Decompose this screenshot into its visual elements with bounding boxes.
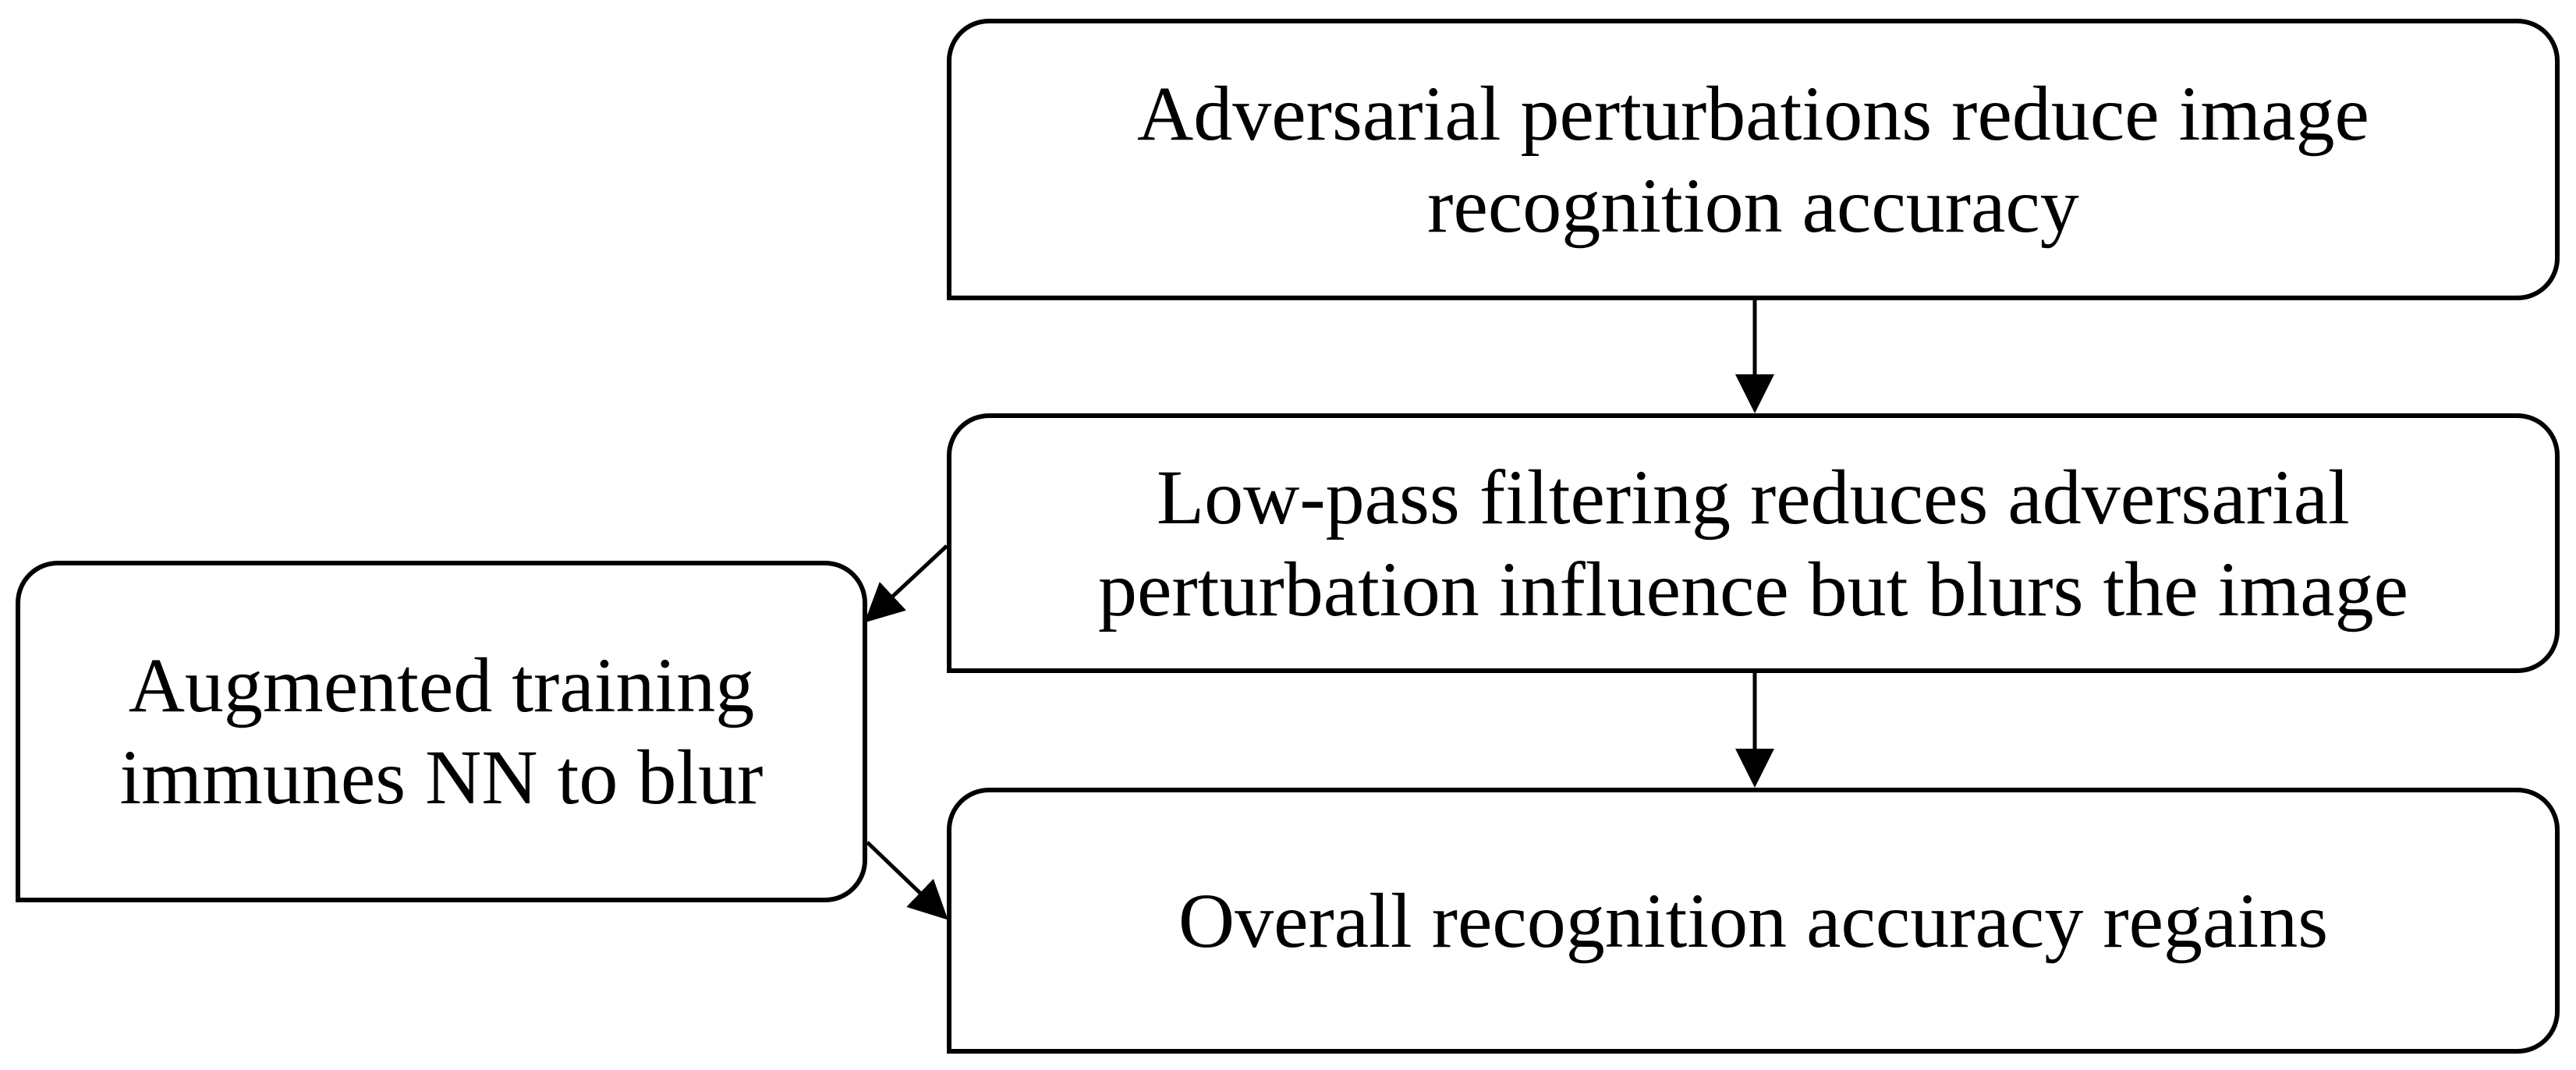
arrow-augmented-to-regain xyxy=(866,841,948,920)
node-accuracy-regains: Overall recognition accuracy regains xyxy=(947,788,2560,1054)
arrow-lowpass-to-augmented xyxy=(864,544,948,623)
node-low-pass-filtering: Low-pass filtering reduces adversarial p… xyxy=(947,413,2560,673)
node-low-pass-filtering-label: Low-pass filtering reduces adversarial p… xyxy=(1097,453,2409,632)
node-augmented-training: Augmented training immunes NN to blur xyxy=(16,561,867,902)
node-augmented-training-label: Augmented training immunes NN to blur xyxy=(119,642,764,820)
node-adversarial-perturbations-label: Adversarial perturbations reduce image r… xyxy=(1137,69,2369,249)
node-adversarial-perturbations: Adversarial perturbations reduce image r… xyxy=(947,19,2560,300)
node-accuracy-regains-label: Overall recognition accuracy regains xyxy=(1178,877,2329,964)
